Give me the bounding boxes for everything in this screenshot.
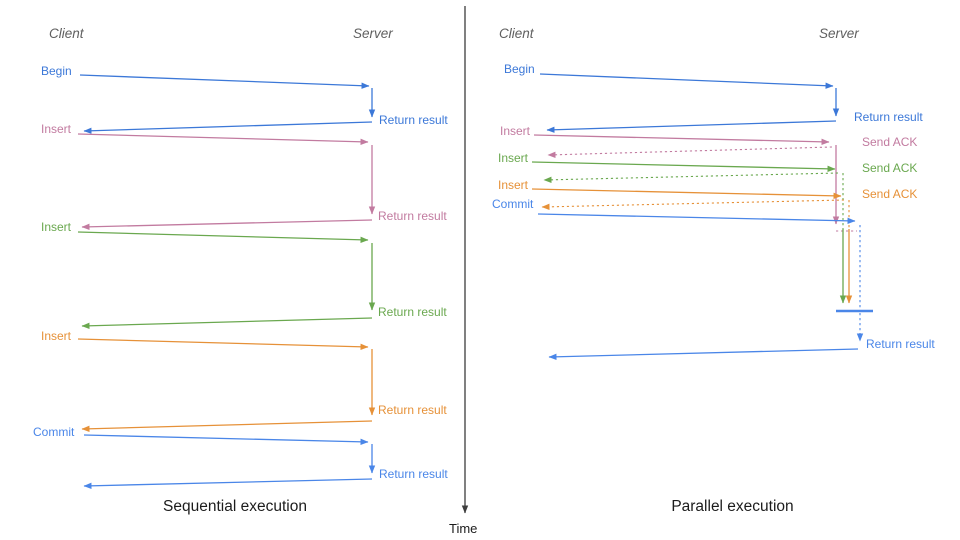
right-commit-request-line [537, 213, 856, 225]
left-commit-return-label: Return result [379, 467, 448, 481]
time-axis-label: Time [449, 521, 478, 536]
right-begin-return-label: Return result [854, 110, 923, 124]
left-insert1-label: Insert [41, 122, 72, 136]
left-commit-request-line [83, 434, 369, 446]
right-insert1-ack-line [547, 146, 833, 158]
right-insert2-ack-line [543, 172, 839, 184]
right-panel-title: Parallel execution [671, 498, 794, 515]
left-commit-label: Commit [33, 425, 75, 439]
left-begin-return-label: Return result [379, 113, 448, 127]
left-insert3-request-line [77, 338, 369, 350]
left-client-header: Client [49, 26, 84, 41]
left-insert2-return-line [81, 317, 373, 329]
right-insert1-request-line [533, 134, 830, 146]
left-insert3-label: Insert [41, 329, 72, 343]
right-client-header: Client [499, 26, 534, 41]
left-insert2-return-label: Return result [378, 305, 447, 319]
left-insert1-return-line [81, 219, 373, 231]
left-insert1-return-label: Return result [378, 209, 447, 223]
left-insert2-request-line [77, 231, 369, 243]
left-begin-label: Begin [41, 64, 72, 78]
left-insert3-return-line [81, 420, 373, 432]
left-panel-title: Sequential execution [163, 498, 307, 515]
left-server-header: Server [353, 26, 393, 41]
right-commit-return-label: Return result [866, 337, 935, 351]
left-begin-request-line [79, 74, 370, 89]
left-begin-return-line [83, 121, 373, 134]
right-commit-label: Commit [492, 197, 534, 211]
right-insert1-label: Insert [500, 124, 531, 138]
left-insert3-return-label: Return result [378, 403, 447, 417]
right-insert3-label: Insert [498, 178, 529, 192]
left-commit-return-line [83, 478, 373, 490]
right-commit-return-line [548, 348, 859, 361]
right-insert3-ack-line [541, 199, 845, 211]
right-begin-label: Begin [504, 62, 535, 76]
right-server-header: Server [819, 26, 859, 41]
right-insert3-request-line [531, 188, 842, 200]
left-insert1-request-line [77, 133, 369, 145]
right-begin-return-line [546, 120, 837, 133]
right-insert2-request-line [531, 161, 836, 173]
right-insert2-ack-label: Send ACK [862, 161, 918, 175]
right-begin-request-line [539, 73, 834, 89]
right-insert1-ack-label: Send ACK [862, 135, 918, 149]
left-insert2-label: Insert [41, 220, 72, 234]
right-insert3-ack-label: Send ACK [862, 187, 918, 201]
right-insert2-label: Insert [498, 151, 529, 165]
